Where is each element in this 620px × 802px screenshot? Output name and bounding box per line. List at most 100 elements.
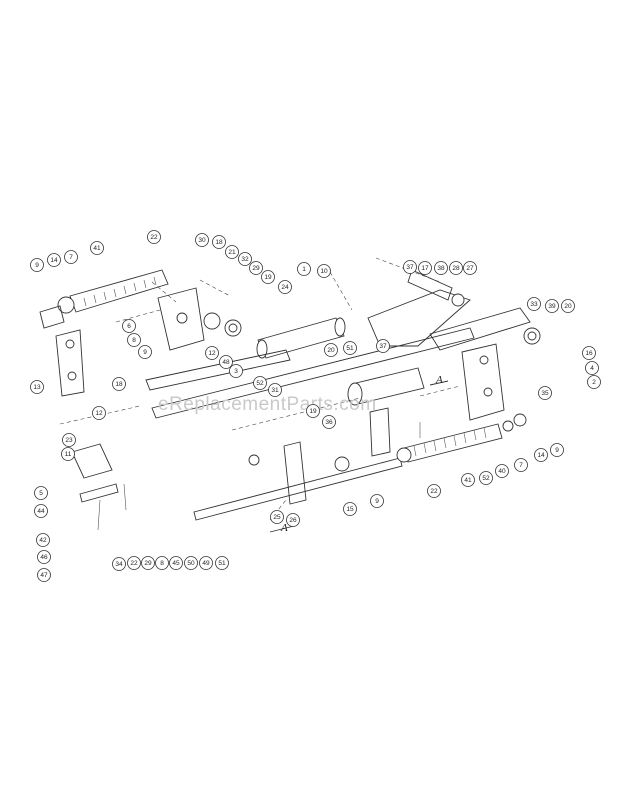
callout-circle: [47, 253, 61, 267]
callout-circle: [90, 241, 104, 255]
callout-28: 28: [449, 261, 463, 275]
callout-49: 49: [199, 556, 213, 570]
callout-14: 14: [534, 448, 548, 462]
callout-number: 17: [421, 265, 429, 272]
callout-circle: [225, 245, 239, 259]
callout-number: 31: [271, 387, 279, 394]
callout-number: 5: [39, 490, 43, 497]
callout-number: 1: [302, 266, 306, 273]
callout-30: 30: [195, 233, 209, 247]
callout-circle: [585, 361, 599, 375]
callout-51: 51: [343, 341, 357, 355]
callout-number: 8: [132, 337, 136, 344]
callout-circle: [169, 556, 183, 570]
callout-number: 8: [160, 560, 164, 567]
callout-9: 9: [30, 258, 44, 272]
callout-11: 11: [61, 447, 75, 461]
callout-number: 26: [289, 517, 297, 524]
callout-6: 6: [122, 319, 136, 333]
callout-number: 4: [590, 365, 594, 372]
callout-number: 20: [327, 347, 335, 354]
line-art: [39, 257, 541, 531]
callout-14: 14: [47, 253, 61, 267]
callout-circle: [495, 464, 509, 478]
callout-number: 40: [498, 468, 506, 475]
callout-number: 41: [93, 245, 101, 252]
callout-22: 22: [147, 230, 161, 244]
callout-25: 25: [270, 510, 284, 524]
callout-number: 10: [320, 268, 328, 275]
callout-number: 22: [150, 234, 158, 241]
callout-51: 51: [215, 556, 229, 570]
callout-29: 29: [249, 261, 263, 275]
callout-circle: [212, 235, 226, 249]
callout-number: 7: [69, 254, 73, 261]
callout-1: 1: [297, 262, 311, 276]
callout-circle: [514, 458, 528, 472]
reference-mark-upper: A: [429, 374, 449, 386]
callout-4: 4: [585, 361, 599, 375]
callout-number: 29: [144, 560, 152, 567]
callout-number: 23: [65, 437, 73, 444]
callout-number: 35: [541, 390, 549, 397]
callout-number: 11: [65, 451, 72, 458]
callout-number: 25: [273, 514, 281, 521]
callout-number: 22: [430, 488, 438, 495]
callout-number: 13: [33, 384, 41, 391]
callout-circle: [62, 433, 76, 447]
callout-41: 41: [90, 241, 104, 255]
callout-circle: [34, 486, 48, 500]
callout-number: 18: [115, 381, 123, 388]
callout-number: 7: [519, 462, 523, 469]
callout-number: 19: [264, 274, 272, 281]
callout-41: 41: [461, 473, 475, 487]
callout-circle: [403, 260, 417, 274]
callout-circle: [155, 556, 169, 570]
callout-circle: [34, 504, 48, 518]
callout-circle: [527, 297, 541, 311]
callout-number: 37: [379, 343, 387, 350]
callout-circle: [219, 355, 233, 369]
callout-16: 16: [582, 346, 596, 360]
callout-47: 47: [37, 568, 51, 582]
callout-circle: [122, 319, 136, 333]
callout-37: 37: [403, 260, 417, 274]
callout-number: 6: [127, 323, 131, 330]
callout-circle: [324, 343, 338, 357]
callout-number: 42: [39, 537, 47, 544]
callout-22: 22: [427, 484, 441, 498]
callout-number: 52: [482, 475, 490, 482]
callout-18: 18: [112, 377, 126, 391]
callout-number: 47: [40, 572, 48, 579]
callout-17: 17: [418, 261, 432, 275]
callout-circle: [127, 556, 141, 570]
callout-circle: [538, 386, 552, 400]
callout-circle: [297, 262, 311, 276]
callout-circle: [253, 376, 267, 390]
reference-label-lower: A: [280, 522, 288, 534]
callout-12: 12: [92, 406, 106, 420]
callout-27: 27: [463, 261, 477, 275]
callout-24: 24: [278, 280, 292, 294]
callout-circle: [30, 380, 44, 394]
callout-circle: [550, 443, 564, 457]
callout-circle: [434, 261, 448, 275]
callout-52: 52: [253, 376, 267, 390]
callout-number: 14: [537, 452, 545, 459]
callout-19: 19: [261, 270, 275, 284]
callout-number: 51: [346, 345, 354, 352]
callout-26: 26: [286, 513, 300, 527]
callout-circle: [30, 258, 44, 272]
callout-circle: [268, 383, 282, 397]
callout-20: 20: [561, 299, 575, 313]
callout-circle: [249, 261, 263, 275]
callout-number: 37: [406, 264, 414, 271]
callout-circle: [261, 270, 275, 284]
callout-19: 19: [306, 404, 320, 418]
callout-9: 9: [138, 345, 152, 359]
callout-circle: [561, 299, 575, 313]
callout-38: 38: [434, 261, 448, 275]
callout-circle: [61, 447, 75, 461]
callout-number: 36: [325, 419, 333, 426]
